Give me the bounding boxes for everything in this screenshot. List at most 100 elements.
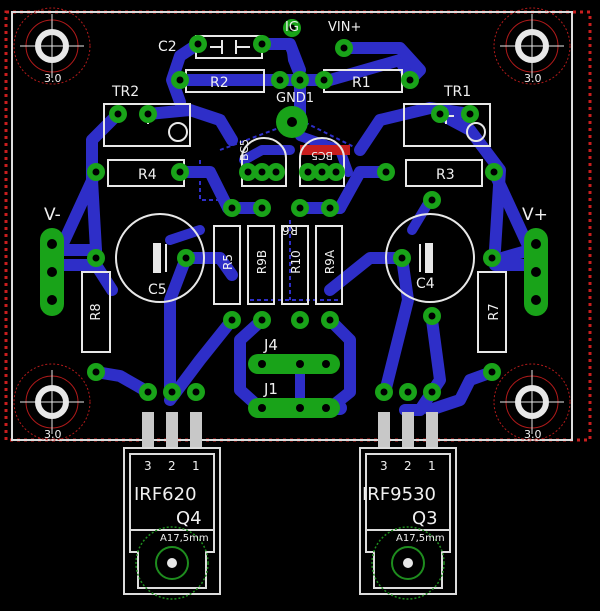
silkscreen-labels: C2 IG VIN+ R2 R1 TR2 TR1 GND1 R4 R3 V- V… (44, 20, 548, 398)
pad-drill (144, 110, 152, 118)
transistor-q4: 3 2 1 IRF620 Q4 A17,5mm (123, 412, 221, 600)
pad-drill (288, 24, 296, 32)
j4-connector (248, 354, 340, 374)
pad-drill (258, 40, 266, 48)
mounting-hole (493, 7, 571, 85)
j4-label: J4 (263, 336, 278, 354)
hole-size-label: 3.0 (44, 72, 62, 85)
pad-drill (340, 44, 348, 52)
c5-label: C5 (148, 282, 167, 298)
gnd1-pad (276, 106, 308, 138)
r9b-label: R9B (255, 250, 269, 274)
pad-drill (398, 254, 406, 262)
bc5-left-outline (241, 137, 287, 187)
tr2-outline (103, 103, 191, 147)
r10-label: R10 (289, 250, 303, 274)
q3-pin-3: 3 (380, 459, 388, 473)
pad-drill (428, 388, 436, 396)
pad-drill (272, 168, 280, 176)
mounting-hole (13, 7, 91, 85)
v-minus-connector (40, 228, 64, 316)
r7-label: R7 (487, 303, 502, 320)
r4-label: R4 (138, 167, 157, 183)
pad-drill (436, 110, 444, 118)
transistor-q3: 3 2 1 IRF9530 Q3 A17,5mm (359, 412, 457, 600)
v-plus-label: V+ (522, 205, 548, 225)
pad-drill (192, 388, 200, 396)
hole-size-label: 3.0 (524, 72, 542, 85)
pad-drill (428, 312, 436, 320)
q3-pin-1: 1 (428, 459, 436, 473)
pad-drill (296, 316, 304, 324)
tr1-label: TR1 (443, 84, 471, 100)
q4-part-label: IRF620 (134, 484, 197, 505)
pad-drill (296, 204, 304, 212)
pad-drill (258, 316, 266, 324)
pad-drill (194, 40, 202, 48)
pad-drill (258, 204, 266, 212)
c4-label: C4 (416, 276, 435, 292)
pad-drill (176, 168, 184, 176)
r9a-label: R9A (323, 249, 337, 274)
mounting-holes: 3.0 3.0 3.0 3.0 (13, 7, 571, 441)
pad-drill (318, 168, 326, 176)
bc5-left-label: BC5 (238, 139, 251, 161)
r8-label: R8 (89, 303, 104, 320)
pad-drill (228, 316, 236, 324)
hole-size-label: 3.0 (524, 428, 542, 441)
r8-outline (81, 271, 111, 353)
pad-drill (332, 168, 340, 176)
pad-drill (304, 168, 312, 176)
pad-drill (490, 168, 498, 176)
q3-hole-label: A17,5mm (396, 533, 445, 544)
r6-label: R6 (282, 223, 298, 237)
j1-label: J1 (263, 380, 278, 398)
mounting-hole (493, 363, 571, 441)
pad-drill (380, 388, 388, 396)
pad-drill (258, 168, 266, 176)
gnd1-label: GND1 (276, 91, 314, 106)
pad-drill (114, 110, 122, 118)
v-minus-label: V- (44, 205, 61, 225)
q4-pin-1: 1 (192, 459, 200, 473)
pad-drill (244, 168, 252, 176)
pad-drill (92, 368, 100, 376)
tr2-label: TR2 (111, 84, 139, 100)
r10-outline (281, 225, 309, 305)
pad-drill (404, 388, 412, 396)
pad-drill (406, 76, 414, 84)
c2-label: C2 (158, 39, 177, 55)
pad-drill (488, 368, 496, 376)
pad-drill (326, 316, 334, 324)
pad-drill (182, 254, 190, 262)
q3-part-label: IRF9530 (362, 484, 436, 505)
pad-drill (320, 76, 328, 84)
bc5-right-label: BC5 (311, 149, 333, 162)
hole-size-label: 3.0 (44, 428, 62, 441)
pad-drill (92, 254, 100, 262)
vin-label: VIN+ (328, 20, 361, 35)
through-hole-pads (87, 19, 503, 401)
q3-pin-2: 2 (404, 459, 412, 473)
pad-drill (92, 168, 100, 176)
v-plus-connector (524, 228, 548, 316)
pad-drill (326, 204, 334, 212)
pad-drill (276, 76, 284, 84)
q4-pin-3: 3 (144, 459, 152, 473)
r7-outline (477, 271, 507, 353)
tr1-outline (403, 103, 491, 147)
r6-outline (247, 225, 275, 305)
pad-drill (466, 110, 474, 118)
pad-drill (228, 204, 236, 212)
pad-drill (176, 76, 184, 84)
r9a-outline (315, 225, 343, 305)
pad-drill (488, 254, 496, 262)
r3-outline (405, 159, 483, 187)
board-outline (11, 11, 573, 441)
r1-label: R1 (352, 75, 371, 91)
pad-drill (382, 168, 390, 176)
q4-hole-label: A17,5mm (160, 533, 209, 544)
r5-outline (213, 225, 241, 305)
q3-ref-label: Q3 (412, 508, 438, 529)
